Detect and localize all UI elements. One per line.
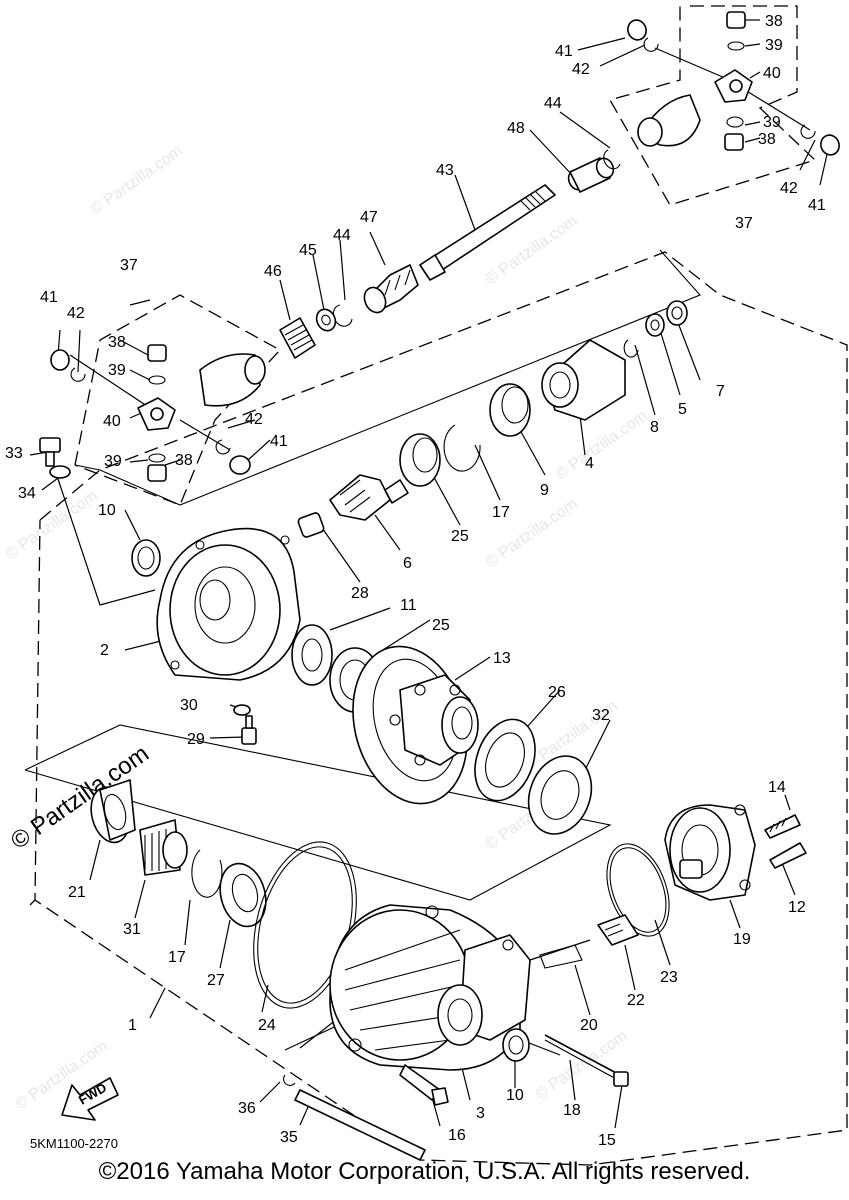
callout-27: 27 [207,972,225,989]
callout-39: 39 [765,37,783,54]
callout-11: 11 [400,597,417,614]
callout-48: 48 [507,120,525,137]
universal-joint-lower [50,344,266,482]
callout-44: 44 [333,227,351,244]
callout-6: 6 [403,555,412,572]
callout-10: 10 [506,1087,524,1104]
callout-1: 1 [128,1017,137,1034]
group-outline-37-lower [74,294,282,506]
callout-25: 25 [432,617,450,634]
group-outline-corner [29,899,36,906]
callout-34: 34 [18,485,36,502]
callout-32: 32 [592,707,610,724]
callout-41: 41 [808,197,826,214]
callout-46: 46 [264,263,282,280]
group-outlines [24,5,848,1166]
right-cover [539,804,807,969]
callout-15: 15 [598,1132,616,1149]
watermarks: © Partzilla.com © Partzilla.com © Partzi… [3,143,651,1114]
callout-30: 30 [180,697,198,714]
callout-38: 38 [758,131,776,148]
differential-assembly [291,624,593,835]
bolt-33 [39,437,71,479]
callout-31: 31 [123,921,141,938]
callout-21: 21 [68,884,86,901]
callout-12: 12 [788,899,806,916]
callout-41: 41 [40,289,58,306]
group-outline-37-upper [609,5,817,206]
diagram-code: 5KM1100-2270 [30,1136,118,1151]
copyright-notice: ©2016 Yamaha Motor Corporation, U.S.A. A… [98,1158,751,1185]
callout-44: 44 [544,95,562,112]
callout-22: 22 [627,992,645,1009]
callout-10: 10 [98,502,116,519]
fwd-arrow: FWD [61,1077,119,1121]
watermark-text: © Partzilla.com [553,408,651,484]
callout-13: 13 [493,650,511,667]
callout-43: 43 [436,162,454,179]
watermark-text: © Partzilla.com [88,143,186,219]
callout-42: 42 [245,411,263,428]
callout-24: 24 [258,1017,276,1034]
callout-26: 26 [548,684,566,701]
boot-and-spring [279,264,419,359]
callout-35: 35 [280,1129,298,1146]
callout-8: 8 [650,419,659,436]
callouts: 1 2 3 4 5 6 7 8 9 10 10 11 12 13 14 15 1… [5,13,826,1149]
callout-38: 38 [108,334,126,351]
callout-42: 42 [572,61,590,78]
watermark-text: © Partzilla.com [533,1028,631,1104]
callout-28: 28 [351,585,369,602]
callout-18: 18 [563,1102,581,1119]
group-outline-main [34,251,848,1166]
callout-3: 3 [476,1105,485,1122]
universal-joint-upper [627,11,840,156]
callout-2: 2 [100,642,109,659]
callout-39: 39 [763,114,781,131]
group-outline-lower-plate [24,724,612,901]
callout-33: 33 [5,445,23,462]
callout-9: 9 [540,482,549,499]
housing-2 [131,527,301,681]
callout-20: 20 [580,1017,598,1034]
callout-45: 45 [299,242,317,259]
callout-37: 37 [735,215,753,232]
callout-41: 41 [555,43,573,60]
callout-17: 17 [168,949,186,966]
pinion-assembly [297,300,688,538]
leader-lines [29,19,829,1129]
callout-37: 37 [120,257,138,274]
case-hardware [399,1028,629,1106]
callout-16: 16 [448,1127,466,1144]
callout-42: 42 [67,305,85,322]
callout-41: 41 [270,433,288,450]
callout-4: 4 [585,455,594,472]
callout-14: 14 [768,779,786,796]
callout-7: 7 [716,383,725,400]
gear-case [329,904,531,1071]
callout-5: 5 [678,401,687,418]
drive-shaft [419,149,621,281]
callout-40: 40 [763,65,781,82]
callout-47: 47 [360,209,378,226]
callout-38: 38 [765,13,783,30]
callout-40: 40 [103,413,121,430]
callout-42: 42 [780,180,798,197]
callout-39: 39 [108,362,126,379]
callout-38: 38 [175,452,193,469]
callout-36: 36 [238,1100,256,1117]
callout-29: 29 [187,731,205,748]
pin-35 [283,1074,426,1161]
callout-19: 19 [733,931,751,948]
callout-23: 23 [660,969,678,986]
bolt-29 [233,704,257,745]
group-outline-upper-plate [74,249,701,506]
callout-39: 39 [104,453,122,470]
callout-17: 17 [492,504,510,521]
callout-25: 25 [451,528,469,545]
